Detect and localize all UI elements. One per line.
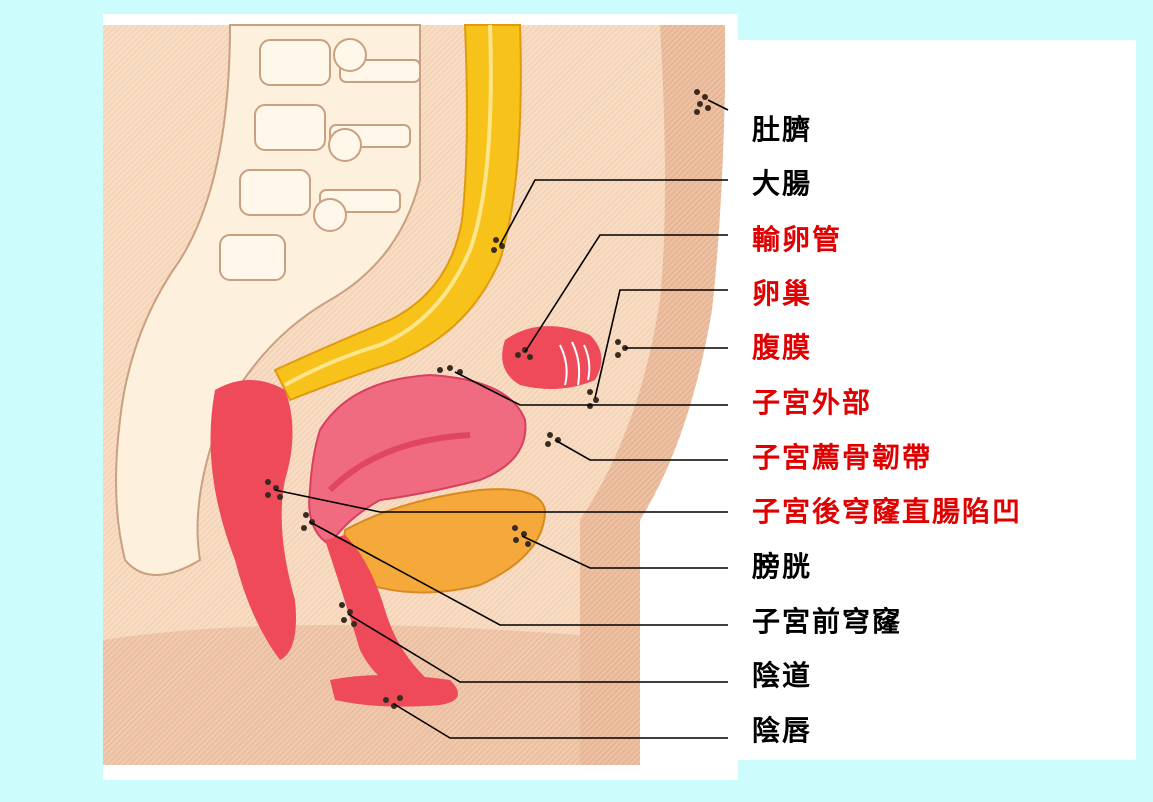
label-uterosacral-ligament: 子宮薦骨韌帶 [752, 442, 932, 474]
labia [330, 675, 458, 707]
label-anterior-fornix: 子宮前穹窿 [752, 606, 902, 638]
label-vagina: 陰道 [752, 660, 812, 692]
label-ovary: 卵巢 [752, 278, 812, 310]
label-navel: 肚臍 [752, 114, 812, 146]
label-rectouterine-pouch: 子宮後穹窿直腸陷凹 [752, 496, 1022, 528]
label-uterus-exterior: 子宮外部 [752, 387, 872, 419]
label-peritoneum: 腹膜 [752, 332, 812, 364]
label-large-intestine: 大腸 [752, 168, 812, 200]
label-bladder: 膀胱 [752, 551, 812, 583]
label-fallopian-tube: 輸卵管 [752, 224, 842, 256]
label-labia: 陰唇 [752, 715, 812, 747]
